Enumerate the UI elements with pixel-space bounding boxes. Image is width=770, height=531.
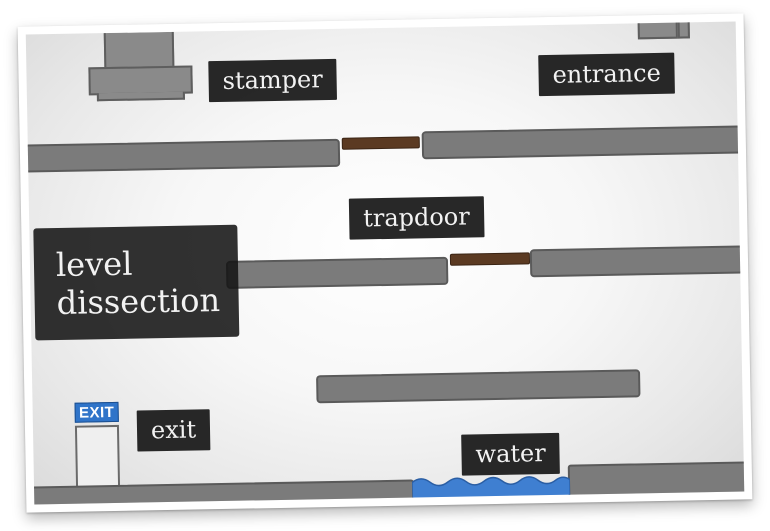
level-dissection-title: level dissection (33, 224, 240, 341)
upper-trapdoor (341, 136, 420, 150)
middle-floor-right (529, 245, 745, 278)
game-level: stamper entrance trapdoor level dissecti… (25, 21, 745, 505)
entrance-label: entrance (538, 52, 676, 97)
exit-label: exit (136, 409, 211, 452)
middle-floor-left (225, 256, 449, 289)
entrance-block-edge (677, 21, 690, 39)
stamper-base (96, 91, 185, 102)
stamper-shaft (103, 31, 175, 70)
water-pool (411, 471, 571, 504)
stamper-label: stamper (208, 58, 338, 103)
ground-floor-right (567, 461, 745, 505)
floating-platform (316, 369, 641, 404)
entrance-block (637, 21, 678, 40)
title-line-1: level (55, 244, 133, 285)
upper-floor-left (25, 138, 341, 173)
exit-sign: EXIT (74, 401, 119, 423)
trapdoor-label: trapdoor (348, 196, 485, 240)
upper-floor-right (421, 125, 745, 160)
exit-door (74, 424, 121, 494)
middle-trapdoor (449, 252, 531, 266)
water-label: water (461, 432, 561, 476)
photo-card: stamper entrance trapdoor level dissecti… (17, 13, 753, 513)
title-line-2: dissection (56, 281, 221, 323)
